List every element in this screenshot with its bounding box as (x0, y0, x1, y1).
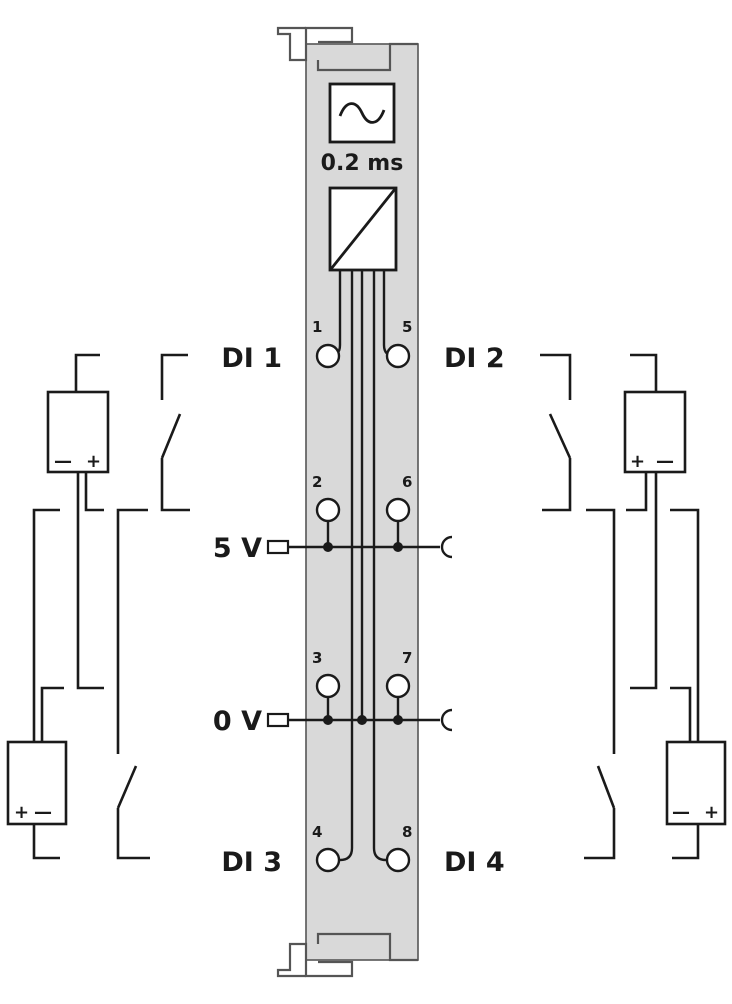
terminal-6[interactable] (385, 497, 411, 523)
jumper-contact-0v (440, 708, 453, 732)
sensor-di1: — + (46, 353, 190, 690)
sensor-box-di4 (665, 740, 727, 826)
terminals (315, 343, 411, 873)
dc-dc-converter-icon (328, 186, 398, 272)
sensor-di4: — + (584, 508, 727, 860)
sensor-box-di1 (46, 390, 110, 474)
switch-di4 (584, 508, 616, 860)
terminal-5[interactable] (385, 343, 411, 369)
sensor-di3: + — (6, 508, 150, 860)
sensor-box-di2 (623, 390, 687, 474)
sensor-minus: — (54, 451, 72, 472)
sensor-plus: + (14, 802, 29, 823)
junction-dot (393, 715, 403, 725)
junction-dot (393, 542, 403, 552)
terminal-8[interactable] (385, 847, 411, 873)
supply-label-5v: 5 V (213, 533, 262, 564)
terminal-number-6: 6 (402, 473, 412, 491)
switch-di2 (540, 353, 572, 512)
junction-dot (357, 715, 367, 725)
terminal-4[interactable] (315, 847, 341, 873)
terminal-1[interactable] (315, 343, 341, 369)
terminal-number-7: 7 (402, 649, 412, 667)
sensor-plus: + (86, 451, 101, 472)
bottom-latch-rail (304, 960, 354, 978)
power-contact-5v (266, 539, 290, 555)
top-latch-rail (304, 26, 354, 44)
terminal-number-4: 4 (312, 823, 322, 841)
junction-dot (323, 715, 333, 725)
terminal-number-1: 1 (312, 318, 322, 336)
bottom-latch-right (316, 932, 418, 962)
filter-time-label: 0.2 ms (321, 151, 404, 176)
channel-label-di2: DI 2 (444, 343, 505, 374)
switch-di3 (116, 508, 150, 860)
sensor-minus: — (656, 451, 674, 472)
sensor-minus: — (672, 802, 690, 823)
supply-label-0v: 0 V (213, 706, 262, 737)
sensor-di2: + — (540, 353, 687, 690)
terminal-number-2: 2 (312, 473, 322, 491)
channel-label-di1: DI 1 (221, 343, 282, 374)
channel-label-di3: DI 3 (221, 847, 282, 878)
terminal-number-5: 5 (402, 318, 412, 336)
sensor-box-di3 (6, 740, 68, 826)
bottom-latch-left (276, 942, 308, 978)
top-latch-left (276, 26, 308, 62)
power-contact-0v (266, 712, 290, 728)
sensor-minus: — (34, 802, 52, 823)
terminal-number-3: 3 (312, 649, 322, 667)
sensor-plus: + (630, 451, 645, 472)
channel-label-di4: DI 4 (444, 847, 505, 878)
filter-tilde-icon (328, 82, 396, 144)
terminal-2[interactable] (315, 497, 341, 523)
top-latch-right (316, 42, 418, 72)
sensor-plus: + (704, 802, 719, 823)
jumper-contact-5v (440, 535, 453, 559)
terminal-7[interactable] (385, 673, 411, 699)
terminal-number-8: 8 (402, 823, 412, 841)
junction-dot (323, 542, 333, 552)
terminal-3[interactable] (315, 673, 341, 699)
switch-di1 (160, 353, 190, 512)
